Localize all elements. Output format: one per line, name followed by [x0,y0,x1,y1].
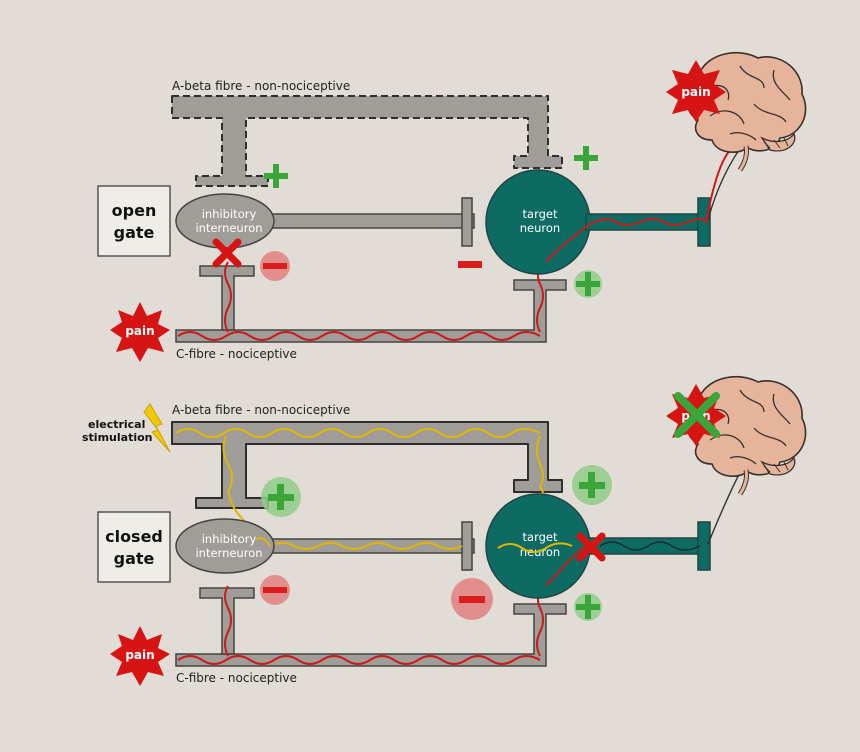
plus-icon [574,146,598,170]
interneuron-label-1: inhibitory [202,207,257,221]
pain-signal-wave [177,331,541,341]
brain-icon [686,377,805,494]
abeta-label: A-beta fibre - non-nociceptive [172,79,350,93]
cross-icon [674,392,720,438]
plus-icon [572,465,612,505]
abeta-fibre [171,95,563,187]
open-gate-panel: A-beta fibre - non-nociceptive C-fibre -… [97,53,806,362]
target-axon [585,537,701,555]
lightning-icon [143,403,171,453]
stimulation-label-1: electrical [88,418,145,431]
gate-label-box [97,511,171,583]
pain-signal-branch [224,585,232,657]
cfibre-label: C-fibre - nociceptive [176,347,297,361]
inhibitory-interneuron [175,518,275,574]
target-axon [585,213,701,231]
starburst-icon: pain [110,302,170,362]
c-fibre [175,265,567,343]
abeta-fibre [171,421,563,509]
target-terminal [697,197,711,247]
interneuron-label-2: interneuron [195,546,262,560]
cross-icon [212,238,242,268]
target-label-2: neuron [520,221,560,235]
closed-gate-panel: A-beta fibre - non-nociceptive C-fibre -… [82,377,806,686]
gate-label-2: gate [114,223,155,242]
pain-signal-target [545,545,589,587]
pain-burst-label: pain [125,324,154,338]
stimulation-signal-interneuron [255,537,271,547]
interneuron-axon [261,213,475,229]
abeta-label: A-beta fibre - non-nociceptive [172,403,350,417]
starburst-icon: pain [110,626,170,686]
stimulation-signal-wave [175,428,541,438]
gate-label-2: gate [114,549,155,568]
gate-label-1: closed [105,527,163,546]
cfibre-label: C-fibre - nociceptive [176,671,297,685]
stimulation-signal-left-branch [222,435,463,550]
interneuron-terminal [461,197,473,247]
c-fibre [175,587,567,667]
plus-icon [264,164,288,188]
minus-icon [451,578,493,620]
weak-signal-axon [599,541,701,551]
plus-icon [261,477,301,517]
interneuron-label-1: inhibitory [202,532,257,546]
pain-signal-wave [177,655,541,665]
gate-label-1: open [112,201,157,220]
pain-burst-label: pain [125,648,154,662]
minus-icon [260,575,290,605]
starburst-icon: pain [666,60,726,122]
interneuron-terminal [461,521,473,571]
stimulation-signal-target [497,542,573,553]
minus-icon [458,261,482,268]
target-label-1: target [523,207,558,221]
pain-signal-branch [224,261,232,333]
brain-icon [686,53,805,170]
plus-icon [574,593,602,621]
gate-label-box [97,185,171,257]
stimulation-label-2: stimulation [82,431,152,444]
target-label-1: target [523,530,558,544]
brain-pain-label: pain [681,85,710,99]
minus-icon [260,251,290,281]
interneuron-label-2: interneuron [195,221,262,235]
target-terminal [697,521,711,571]
pain-signal-target [545,135,745,263]
plus-icon [574,270,602,298]
cross-icon [576,532,606,562]
